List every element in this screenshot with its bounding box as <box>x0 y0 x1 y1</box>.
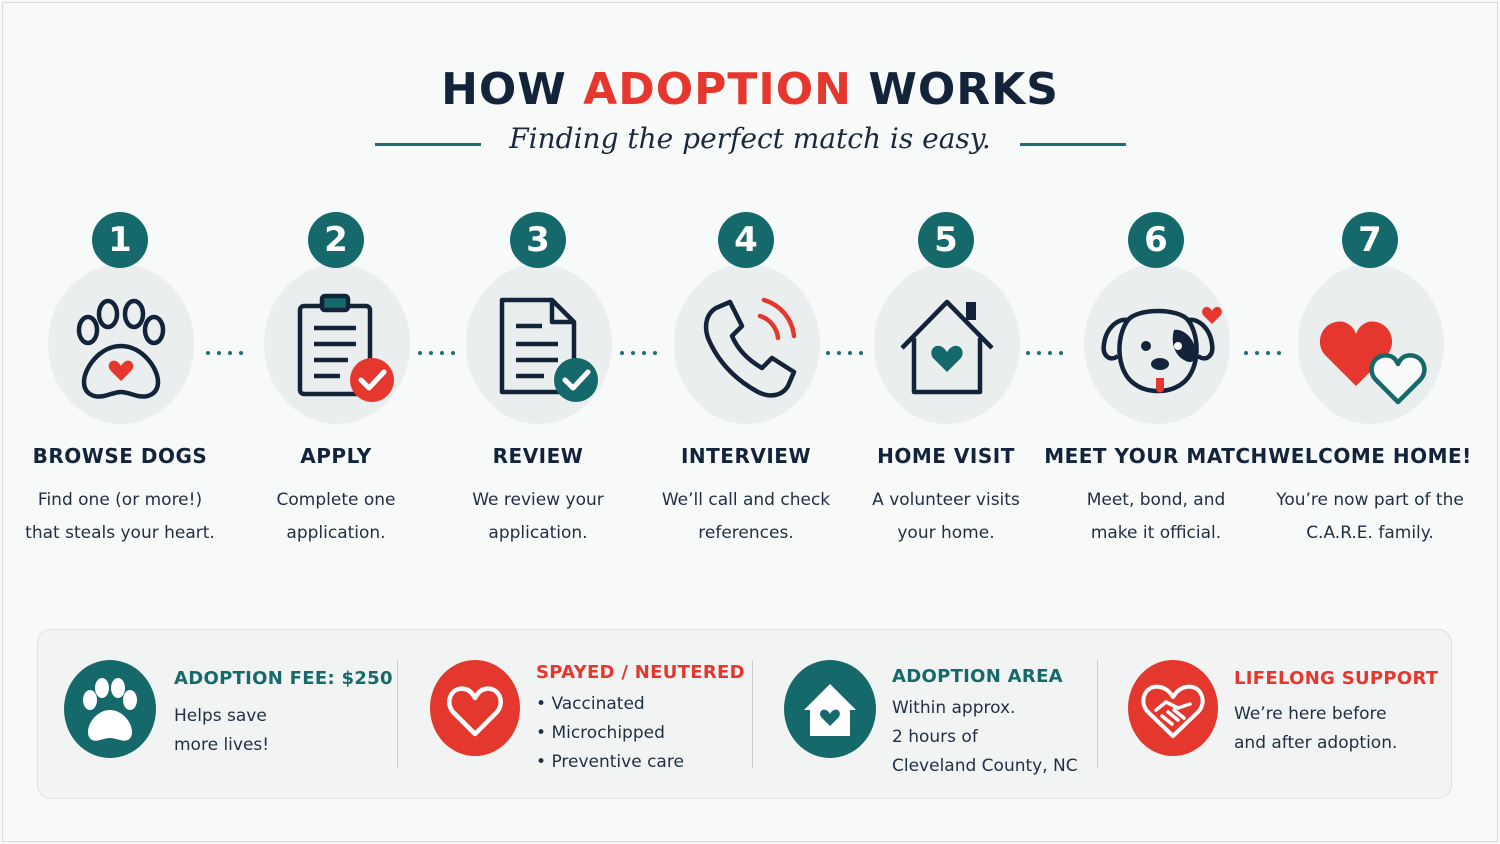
step-title: APPLY <box>300 444 372 468</box>
dog-face-icon <box>1101 306 1222 394</box>
panel-divider <box>752 660 753 768</box>
step-icon-bubble <box>264 264 410 424</box>
bullet-item: Preventive care <box>536 748 796 777</box>
house-heart-icon <box>900 299 994 395</box>
step-icon-bubble <box>674 264 820 424</box>
feature-title: ADOPTION FEE: $250 <box>174 668 393 689</box>
panel-divider <box>1097 660 1098 768</box>
feature-title: ADOPTION AREA <box>892 666 1063 687</box>
title-rule-right <box>1020 143 1126 146</box>
connector-dots <box>206 340 256 355</box>
step-title: REVIEW <box>492 444 584 468</box>
connector-dots <box>1244 340 1294 355</box>
document-check-icon <box>499 297 598 402</box>
step-number: 3 <box>510 212 566 268</box>
step-number: 5 <box>918 212 974 268</box>
connector-dots <box>620 340 670 355</box>
step-icon-bubble <box>1298 264 1444 424</box>
paw-icon <box>83 678 137 741</box>
bullet-item: Microchipped <box>536 719 796 748</box>
connector-dots <box>826 340 876 355</box>
feature-icon-circle <box>64 660 156 758</box>
step-title: HOME VISIT <box>877 444 1015 468</box>
step-number: 1 <box>92 212 148 268</box>
step-title: WELCOME HOME! <box>1268 444 1472 468</box>
step-icon-bubble <box>48 264 194 424</box>
page-subtitle: Finding the perfect match is easy. <box>509 122 991 155</box>
connector-dots <box>418 340 468 355</box>
title-rule-left <box>375 143 481 146</box>
step-description: Find one (or more!)that steals your hear… <box>25 490 215 543</box>
step-number: 2 <box>308 212 364 268</box>
paw-heart-icon <box>76 298 166 399</box>
feature-bullet-list: Vaccinated Microchipped Preventive care <box>536 690 796 777</box>
bullet-item: Vaccinated <box>536 690 796 719</box>
house-icon <box>804 684 856 736</box>
step-icon-bubble <box>874 264 1020 424</box>
feature-icon-circle <box>784 660 876 758</box>
step-title: MEET YOUR MATCH <box>1044 444 1268 468</box>
feature-title: LIFELONG SUPPORT <box>1234 668 1439 689</box>
panel-divider <box>397 660 398 768</box>
step-title: INTERVIEW <box>680 444 812 468</box>
step-title: BROWSE DOGS <box>32 444 208 468</box>
connector-dots <box>1026 340 1076 355</box>
step-number: 4 <box>718 212 774 268</box>
step-icon-bubble <box>1084 264 1230 424</box>
page-title: HOW ADOPTION WORKS <box>441 64 1059 115</box>
feature-title: SPAYED / NEUTERED <box>536 662 745 683</box>
two-hearts-icon <box>1319 321 1427 405</box>
heart-icon <box>447 686 503 737</box>
handshake-heart-icon <box>1141 684 1205 738</box>
step-number: 6 <box>1128 212 1184 268</box>
step-number: 7 <box>1342 212 1398 268</box>
phone-icon <box>703 297 797 398</box>
clipboard-check-icon <box>297 293 394 402</box>
feature-icon-circle <box>430 660 520 756</box>
step-icon-bubble <box>466 264 612 424</box>
feature-icon-circle <box>1128 660 1218 756</box>
